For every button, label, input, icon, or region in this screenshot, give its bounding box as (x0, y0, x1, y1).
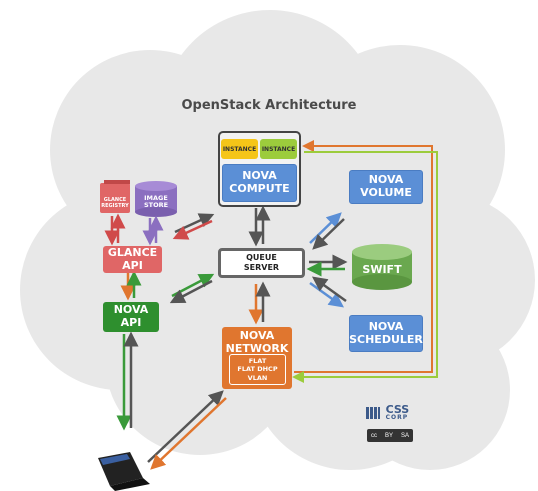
css-corp-line1: CSS (385, 402, 410, 416)
creative-commons-badge: cc BY SA (367, 429, 413, 442)
cc-by-icon: BY (384, 432, 393, 439)
arrow-volume-to-queue (312, 218, 345, 250)
nova-scheduler-box: NOVA SCHEDULER (349, 315, 423, 352)
network-mode-flat-dhcp: FLAT DHCP (237, 365, 278, 374)
image-store-label: IMAGE STORE (143, 193, 169, 209)
arrow-compute-to-glance (172, 219, 213, 240)
arrow-laptop-to-network (147, 390, 224, 463)
nova-api-box: NOVA API (103, 302, 159, 332)
cc-sa-icon: SA (400, 432, 409, 439)
css-corp-mark-icon (366, 406, 380, 419)
swift-label: SWIFT (362, 262, 402, 276)
instance-box-1: INSTANCE (221, 139, 258, 159)
css-corp-logo: CSS CORP (366, 402, 409, 421)
glance-api-box: GLANCE API (103, 246, 162, 273)
nova-compute-box: NOVA COMPUTE (222, 164, 297, 202)
diagram-title: OpenStack Architecture (181, 98, 357, 113)
glance-registry-icon (100, 180, 130, 213)
laptop-icon (98, 452, 150, 491)
queue-server-label: QUEUE SERVER (243, 253, 280, 272)
image-store-icon (135, 181, 177, 217)
css-corp-line2: CORP (385, 413, 409, 421)
cloud-background (20, 10, 535, 470)
swift-cylinder-icon (352, 244, 412, 290)
arrow-network-to-laptop (150, 397, 227, 470)
arrow-compute-to-network-lime (292, 151, 438, 383)
arrow-queue-to-nova-api (169, 279, 213, 304)
arrow-network-to-compute-orange (294, 140, 433, 373)
network-mode-vlan: VLAN (247, 373, 268, 382)
glance-registry-label: GLANCE REGISTRY (101, 197, 129, 209)
nova-network-box: NOVA NETWORK (222, 327, 292, 389)
network-mode-flat: FLAT (248, 357, 267, 366)
queue-server-box: QUEUE SERVER (218, 248, 305, 278)
instance-box-2: INSTANCE (260, 139, 297, 159)
network-modes-box: FLAT FLAT DHCP VLAN (229, 354, 286, 385)
nova-volume-box: NOVA VOLUME (349, 170, 423, 204)
connection-arrows (104, 140, 438, 470)
cc-icon: cc (370, 432, 377, 439)
arrow-scheduler-to-queue (311, 276, 347, 303)
